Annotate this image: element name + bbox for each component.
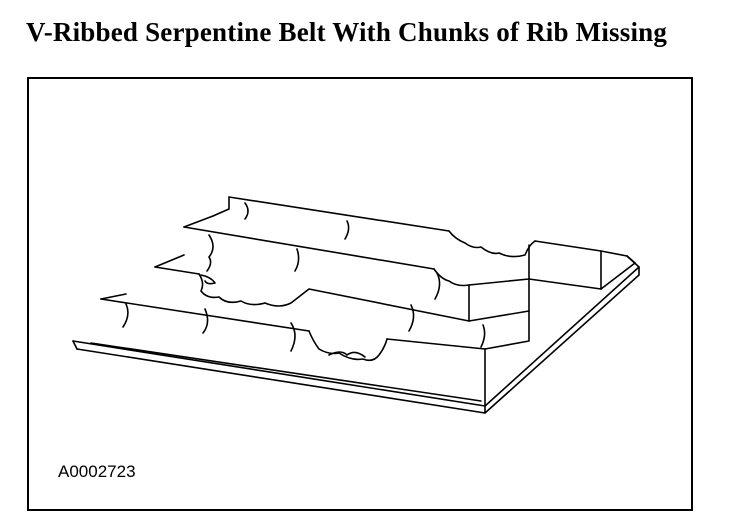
figure-title: V-Ribbed Serpentine Belt With Chunks of … bbox=[26, 17, 668, 47]
figure-reference-id: A0002723 bbox=[58, 462, 136, 481]
belt-backing bbox=[72, 255, 640, 414]
rib-2 bbox=[183, 215, 602, 322]
illustration-frame: A0002723 bbox=[27, 77, 693, 511]
rib-3 bbox=[154, 254, 530, 348]
belt-illustration bbox=[72, 196, 640, 414]
belt-end bbox=[600, 255, 636, 290]
rib-4 bbox=[100, 293, 530, 407]
rib-1 bbox=[212, 196, 628, 290]
